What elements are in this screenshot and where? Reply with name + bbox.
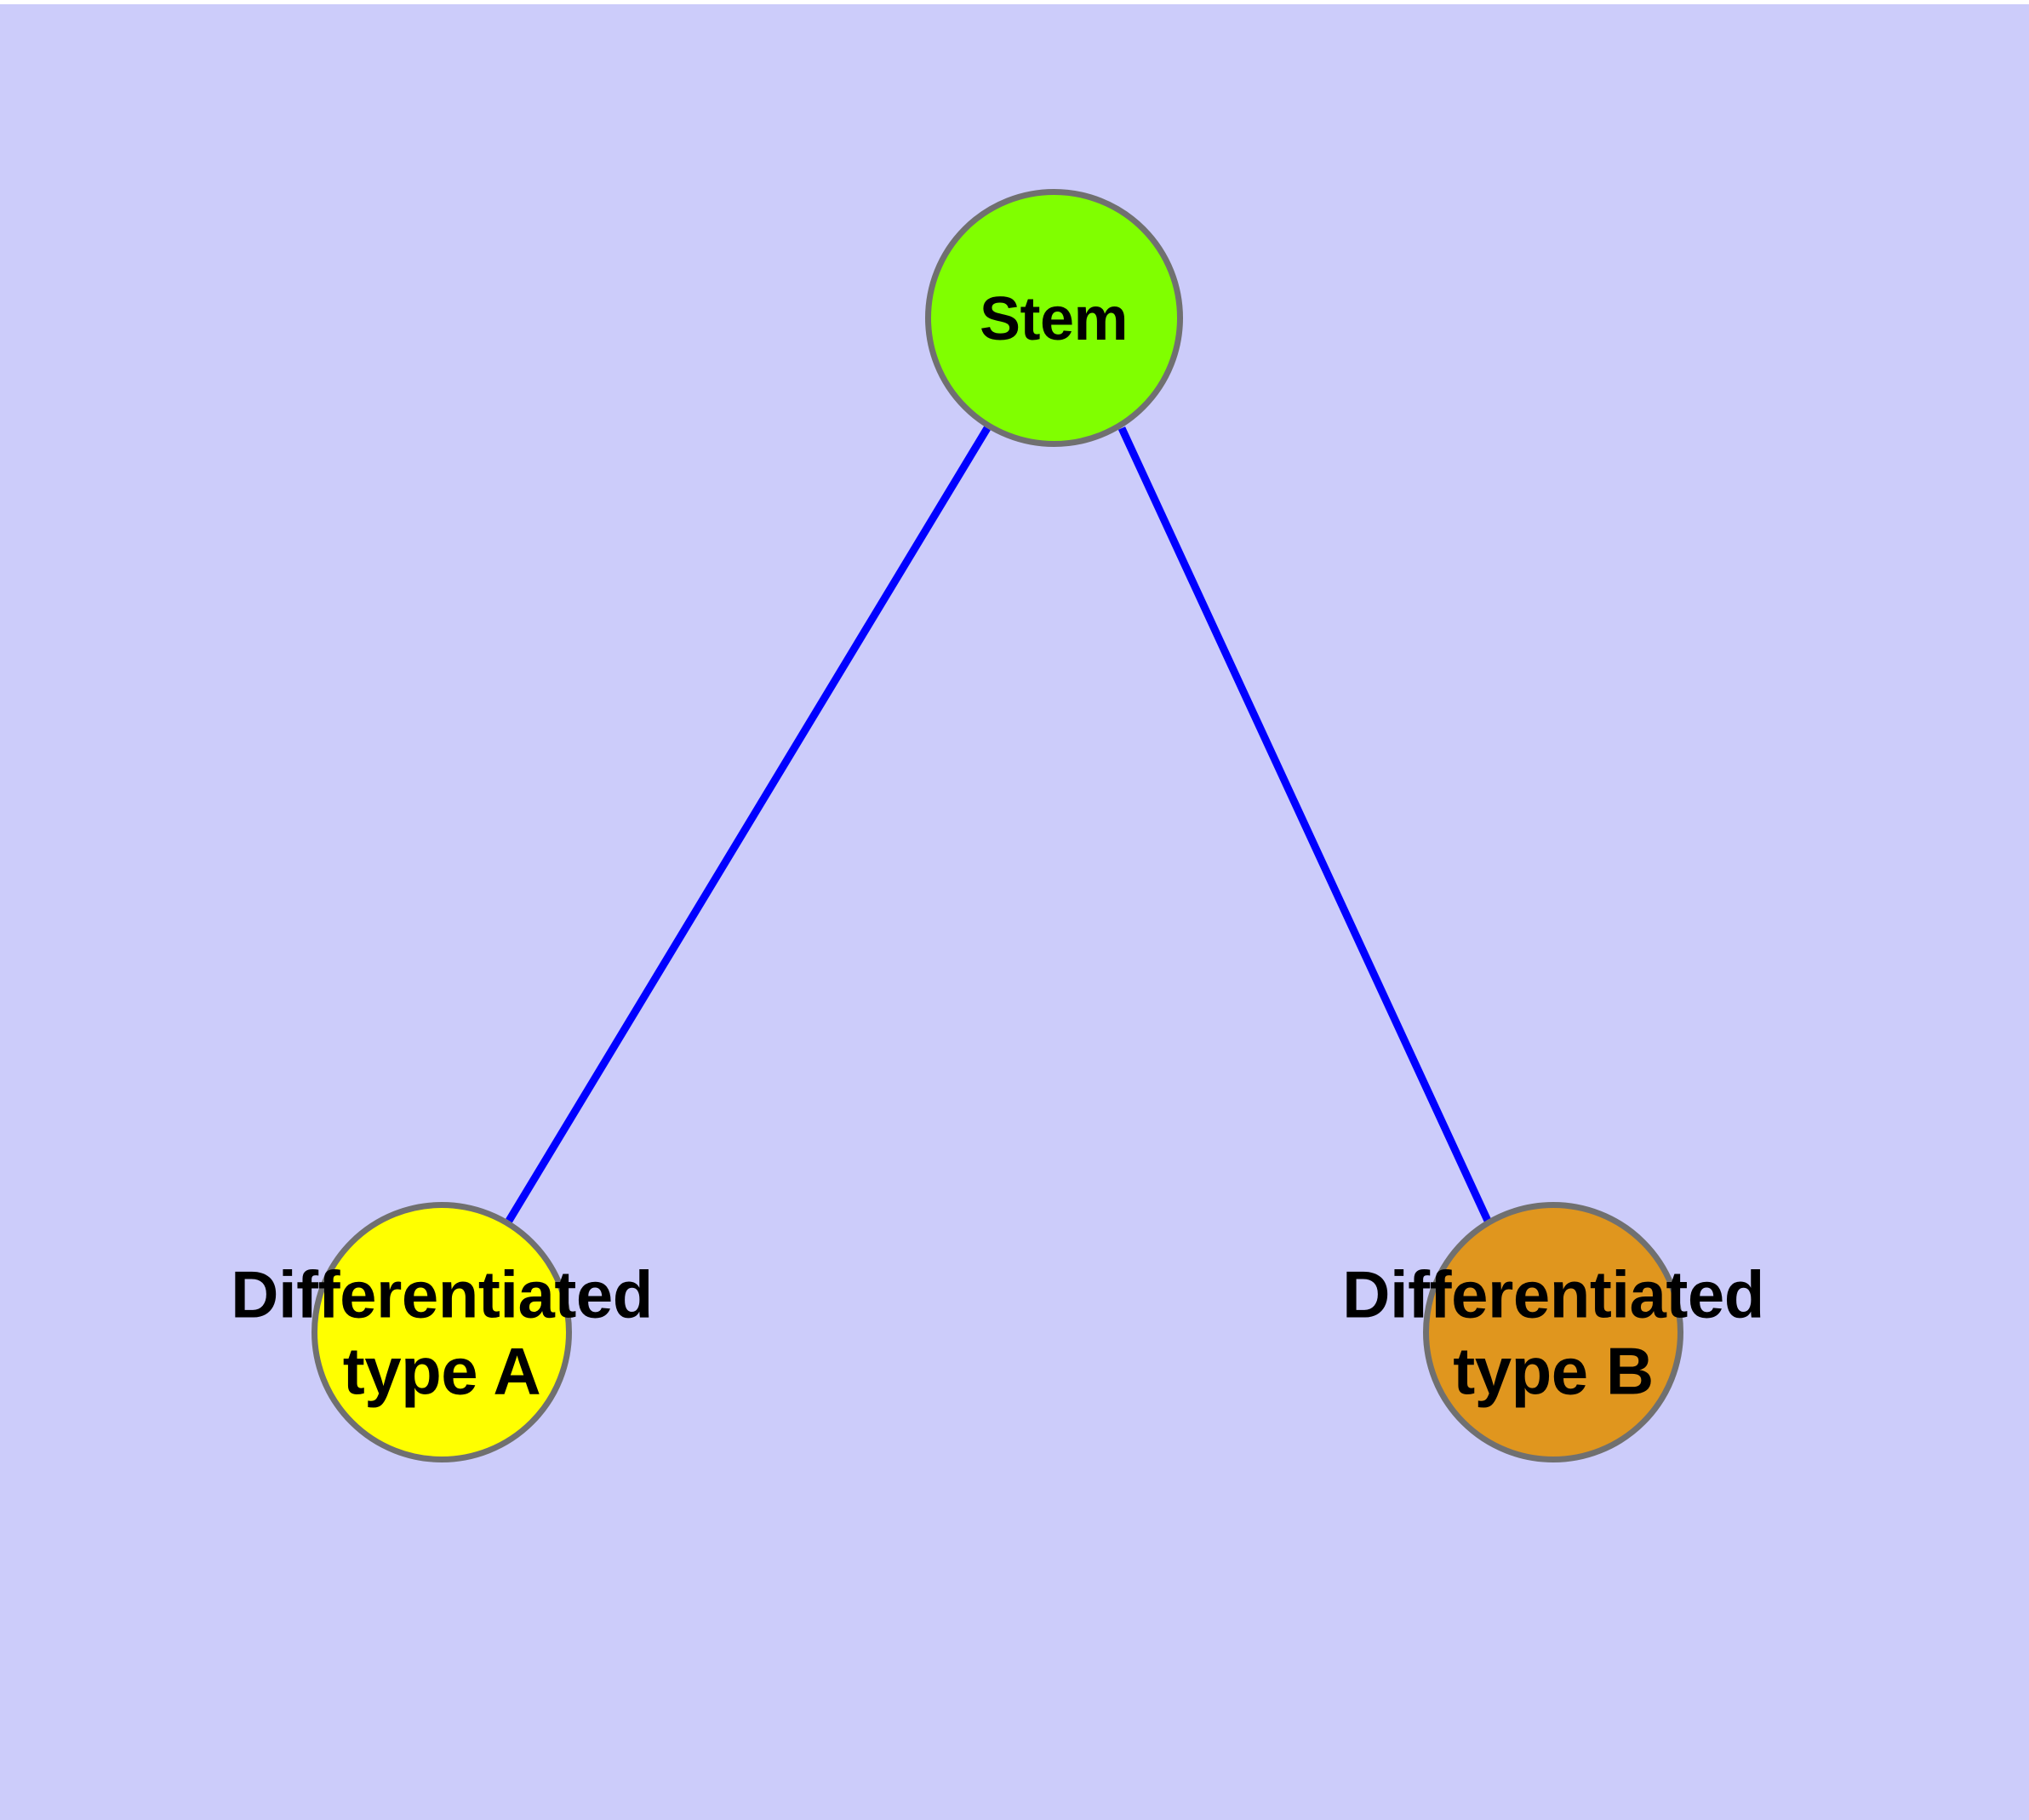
node-stem[interactable] bbox=[925, 189, 1183, 447]
node-differentiated-type-a[interactable] bbox=[311, 1202, 572, 1462]
node-differentiated-type-b[interactable] bbox=[1423, 1202, 1683, 1462]
node-label-stem: Stem bbox=[979, 285, 1129, 354]
edge-stem-to-differentiated-type-b bbox=[1117, 426, 1492, 1222]
node-label-differentiated-type-a: Differentiated type A bbox=[231, 1256, 653, 1409]
edge-stem-to-differentiated-type-a bbox=[506, 426, 991, 1223]
node-label-differentiated-type-b: Differentiated type B bbox=[1342, 1256, 1764, 1409]
